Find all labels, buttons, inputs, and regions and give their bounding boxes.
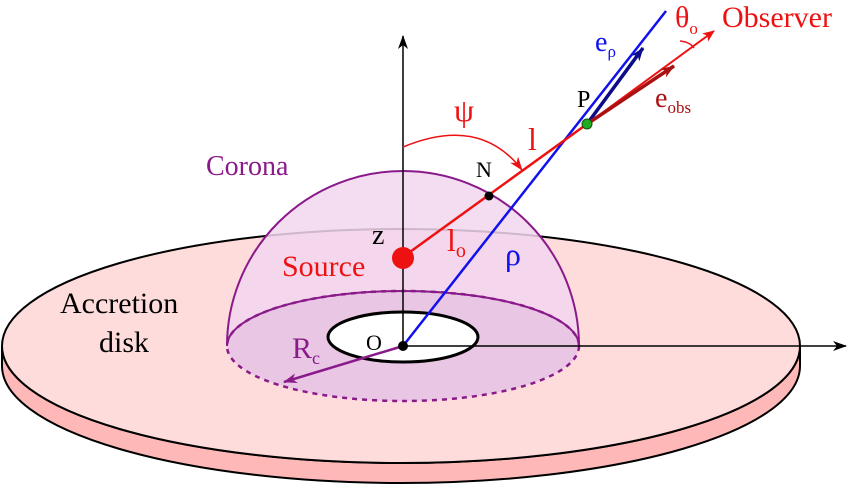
e-rho-label: eρ [595,27,616,61]
point-p [581,118,593,130]
observer-label: Observer [722,1,832,34]
accretion-label: Accretion [60,287,178,320]
e-obs-label: eobs [655,83,691,117]
point-p-label: P [577,87,590,113]
z-label: z [372,220,384,251]
point-n-label: N [476,157,492,182]
source-point [392,247,414,269]
origin-label: O [366,330,382,355]
l0-label: lo [447,222,466,262]
point-n [484,191,494,201]
psi-arc [402,134,523,171]
theta-label: θo [675,1,698,38]
l-label: l [528,121,537,157]
rc-arrow [283,344,404,384]
e-obs-vector [586,64,675,126]
e-rho-vector [585,46,645,126]
source-label: Source [282,250,365,283]
l-line [402,122,588,259]
rho-label: ρ [505,236,521,272]
rc-label: Rc [292,332,320,368]
disk-label: disk [99,326,149,359]
rho-line [402,10,667,347]
corona-label: Corona [206,151,289,182]
origin-point [398,341,408,351]
theta-arc [679,40,695,49]
psi-label: ψ [454,92,474,128]
